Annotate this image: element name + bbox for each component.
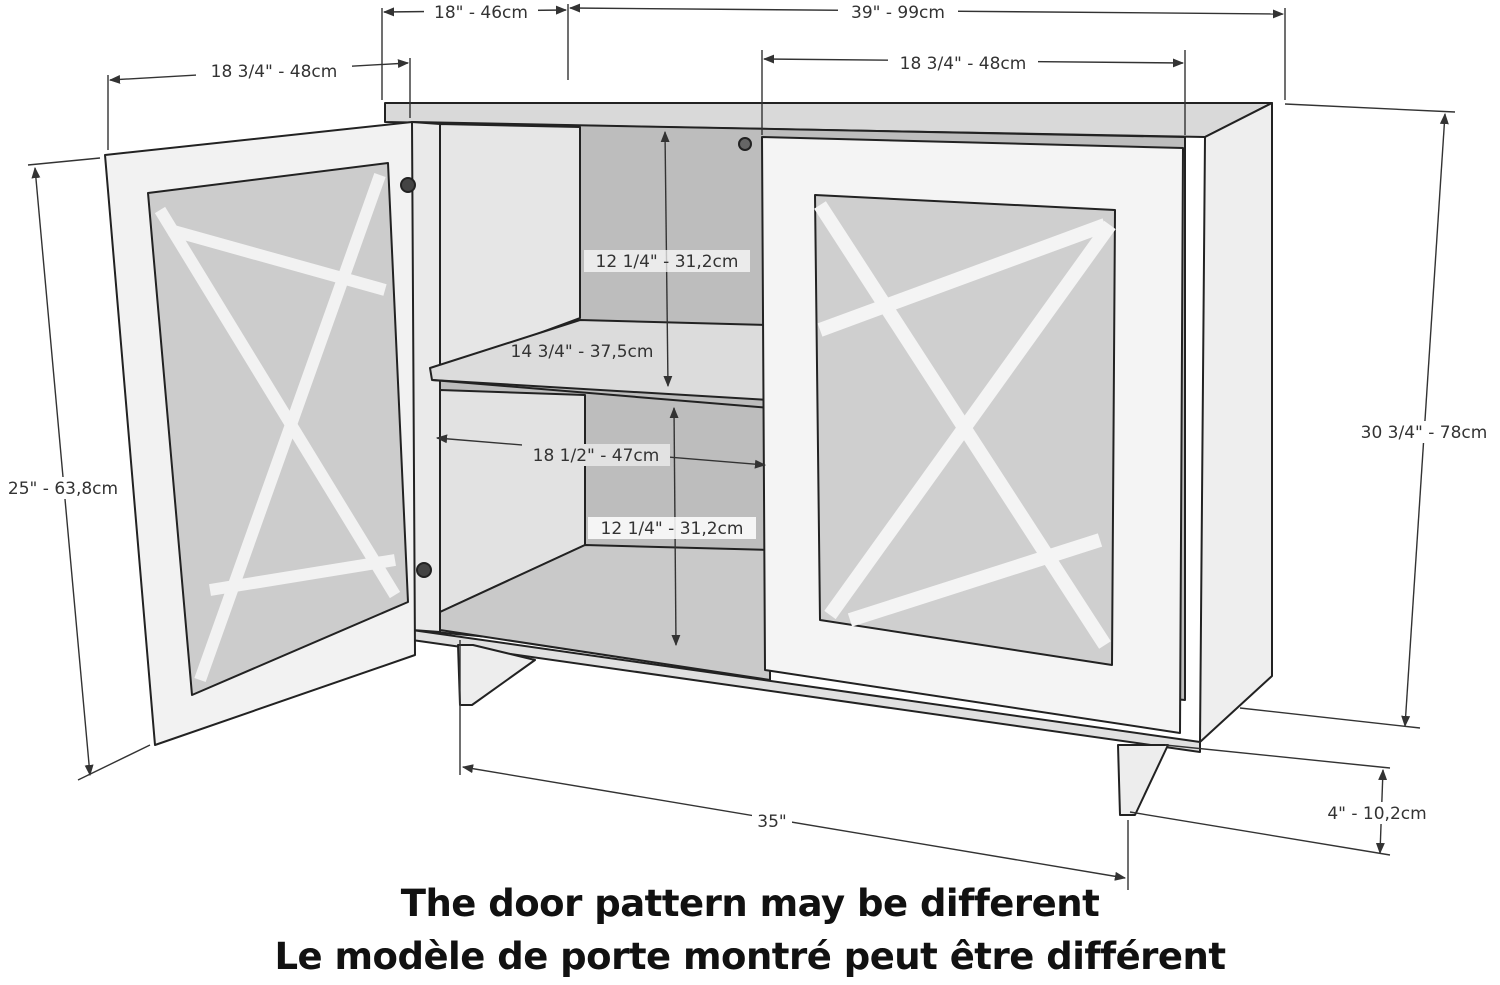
dimension-labels: 18" - 46cm 39" - 99cm 18 3/4" - 48cm 18 …	[0, 2, 1500, 832]
label-left-door-width: 18 3/4" - 48cm	[211, 62, 338, 82]
caption-english: The door pattern may be different	[400, 882, 1100, 925]
label-width-top: 39" - 99cm	[851, 3, 945, 23]
cabinet-side-panel	[1199, 102, 1273, 743]
caption-french: Le modèle de porte montré peut être diff…	[274, 935, 1226, 978]
hinge-bottom	[416, 562, 432, 578]
label-total-height: 30 3/4" - 78cm	[1361, 423, 1488, 443]
label-upper-shelf-height: 12 1/4" - 31,2cm	[596, 252, 739, 272]
label-leg-height: 4" - 10,2cm	[1327, 804, 1426, 824]
left-door-lattice	[154, 172, 401, 683]
dim-base-width-line	[461, 764, 1127, 881]
label-door-height: 25" - 63,8cm	[8, 479, 118, 499]
right-door-lattice	[814, 201, 1116, 649]
label-right-door-width: 18 3/4" - 48cm	[900, 54, 1027, 74]
label-depth-top: 18" - 46cm	[434, 3, 528, 23]
center-divider	[579, 127, 586, 545]
label-lower-shelf-height: 12 1/4" - 31,2cm	[601, 519, 744, 539]
dimension-lines	[27, 3, 1456, 890]
right-leg	[1117, 744, 1169, 816]
dim-total-height-line	[1401, 112, 1449, 728]
label-interior-width: 18 1/2" - 47cm	[533, 446, 660, 466]
dim-door-height-line	[31, 166, 94, 777]
label-base-width: 35"	[757, 812, 786, 832]
hinge-top	[400, 177, 416, 193]
label-shelf-depth: 14 3/4" - 37,5cm	[511, 342, 654, 362]
